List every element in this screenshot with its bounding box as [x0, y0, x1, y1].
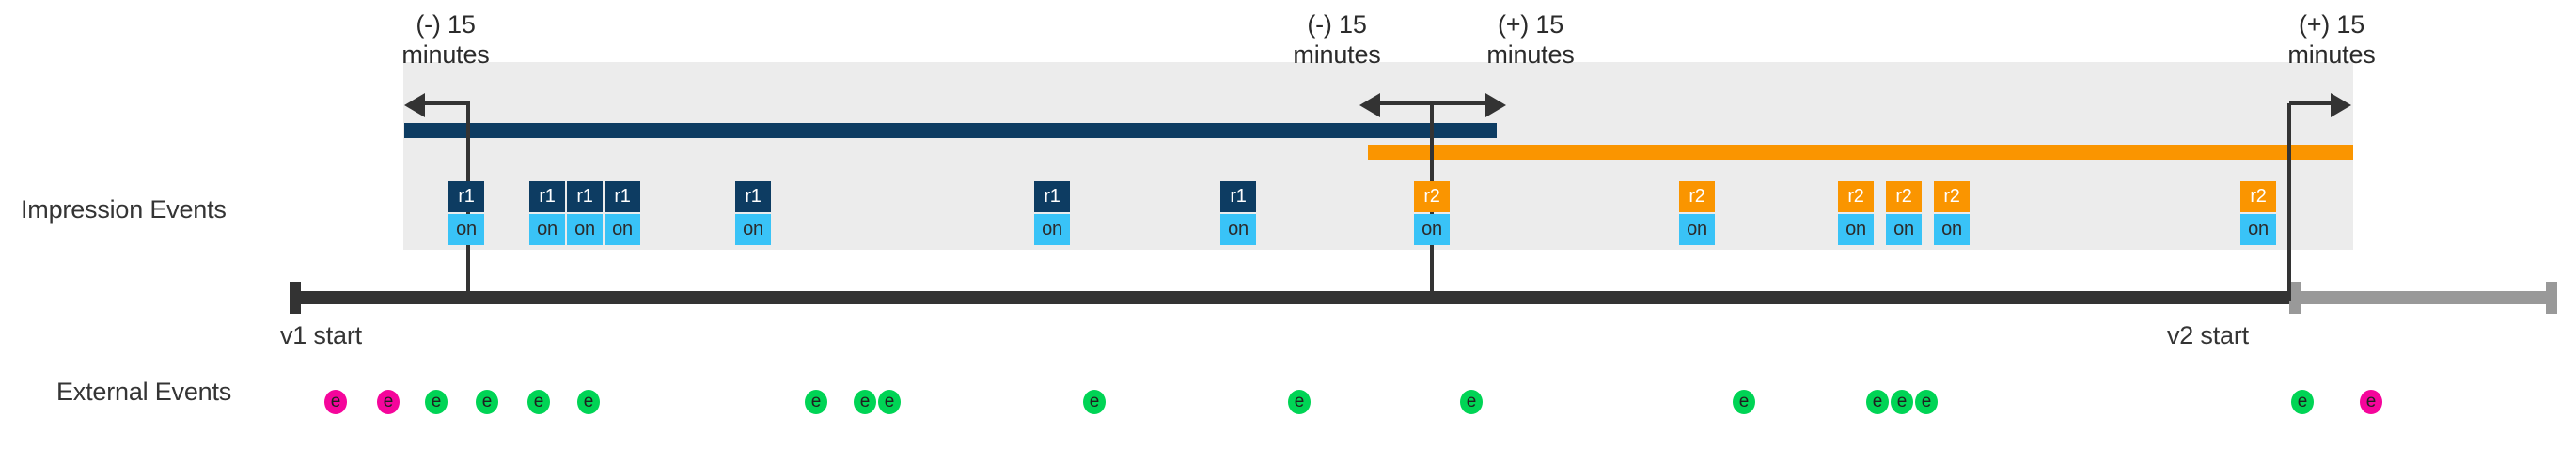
timeline-cap-v2-start [2289, 282, 2301, 314]
external-event-dot: e [476, 390, 498, 414]
external-event-dot: e [1733, 390, 1755, 414]
external-event-dot: e [1915, 390, 1938, 414]
impression-chip-version: r1 [567, 181, 603, 212]
impression-chip-state: on [605, 214, 640, 245]
arrow-head-right-window [2331, 93, 2351, 117]
impression-chip-state: on [1679, 214, 1715, 245]
arrow-head-left-window [404, 93, 425, 117]
impression-chip-state: on [1934, 214, 1970, 245]
v2-start-label: v2 start [2167, 321, 2249, 349]
impression-chip-version: r1 [735, 181, 771, 212]
external-event-dot: e [1891, 390, 1913, 414]
impression-chip-version: r2 [2240, 181, 2276, 212]
impression-chip-state: on [1034, 214, 1070, 245]
annot-mid-plus-caption: (+) 15 minutes [1486, 10, 1575, 69]
external-event-dot: e [854, 390, 876, 414]
arrow-stem-right-window [2289, 101, 2331, 105]
impression-chip-state: on [735, 214, 771, 245]
arrow-head-mid-right [1485, 93, 1506, 117]
v1-bar [404, 123, 1497, 138]
external-event-dot: e [1460, 390, 1483, 414]
timeline-cap-v1-start [290, 282, 301, 314]
external-event-dot: e [425, 390, 448, 414]
impression-events-row-label: Impression Events [21, 195, 227, 224]
impression-chip-state: on [567, 214, 603, 245]
impression-chip-version: r2 [1886, 181, 1922, 212]
impression-chip-state: on [1886, 214, 1922, 245]
impression-chip-version: r1 [605, 181, 640, 212]
arrow-head-mid-left [1359, 93, 1380, 117]
impression-chip-state: on [448, 214, 484, 245]
impression-chip-version: r2 [1934, 181, 1970, 212]
external-event-dot: e [377, 390, 400, 414]
external-event-dot: e [878, 390, 901, 414]
impression-chip-version: r1 [448, 181, 484, 212]
impression-chip-version: r1 [1034, 181, 1070, 212]
external-events-row-label: External Events [56, 378, 232, 406]
timeline-segment-v2 [2289, 291, 2557, 304]
impression-chip-version: r2 [1679, 181, 1715, 212]
impression-chip-state: on [1220, 214, 1256, 245]
annot-left-minus-caption: (-) 15 minutes [401, 10, 490, 69]
impression-chip-version: r1 [1220, 181, 1256, 212]
v1-start-label: v1 start [280, 321, 362, 349]
annot-mid-minus-caption: (-) 15 minutes [1293, 10, 1381, 69]
external-event-dot: e [577, 390, 600, 414]
external-event-dot: e [324, 390, 347, 414]
impression-chip-version: r1 [529, 181, 565, 212]
timeline-segment-v1 [290, 291, 2289, 304]
external-event-dot: e [1866, 390, 1889, 414]
external-event-dot: e [805, 390, 827, 414]
impression-chip-state: on [1414, 214, 1450, 245]
external-event-dot: e [527, 390, 550, 414]
v2-bar [1368, 145, 2353, 160]
timeline-cap-end [2546, 282, 2557, 314]
external-event-dot: e [1288, 390, 1311, 414]
annot-right-plus-caption: (+) 15 minutes [2287, 10, 2376, 69]
impression-chip-state: on [1838, 214, 1874, 245]
impression-chip-state: on [2240, 214, 2276, 245]
external-event-dot: e [2291, 390, 2314, 414]
external-event-dot: e [1083, 390, 1106, 414]
impression-chip-version: r2 [1838, 181, 1874, 212]
arrow-stem-left-window [425, 101, 470, 105]
impression-chip-state: on [529, 214, 565, 245]
guide-v2-start [2287, 103, 2291, 301]
external-event-dot: e [2360, 390, 2382, 414]
impression-chip-version: r2 [1414, 181, 1450, 212]
